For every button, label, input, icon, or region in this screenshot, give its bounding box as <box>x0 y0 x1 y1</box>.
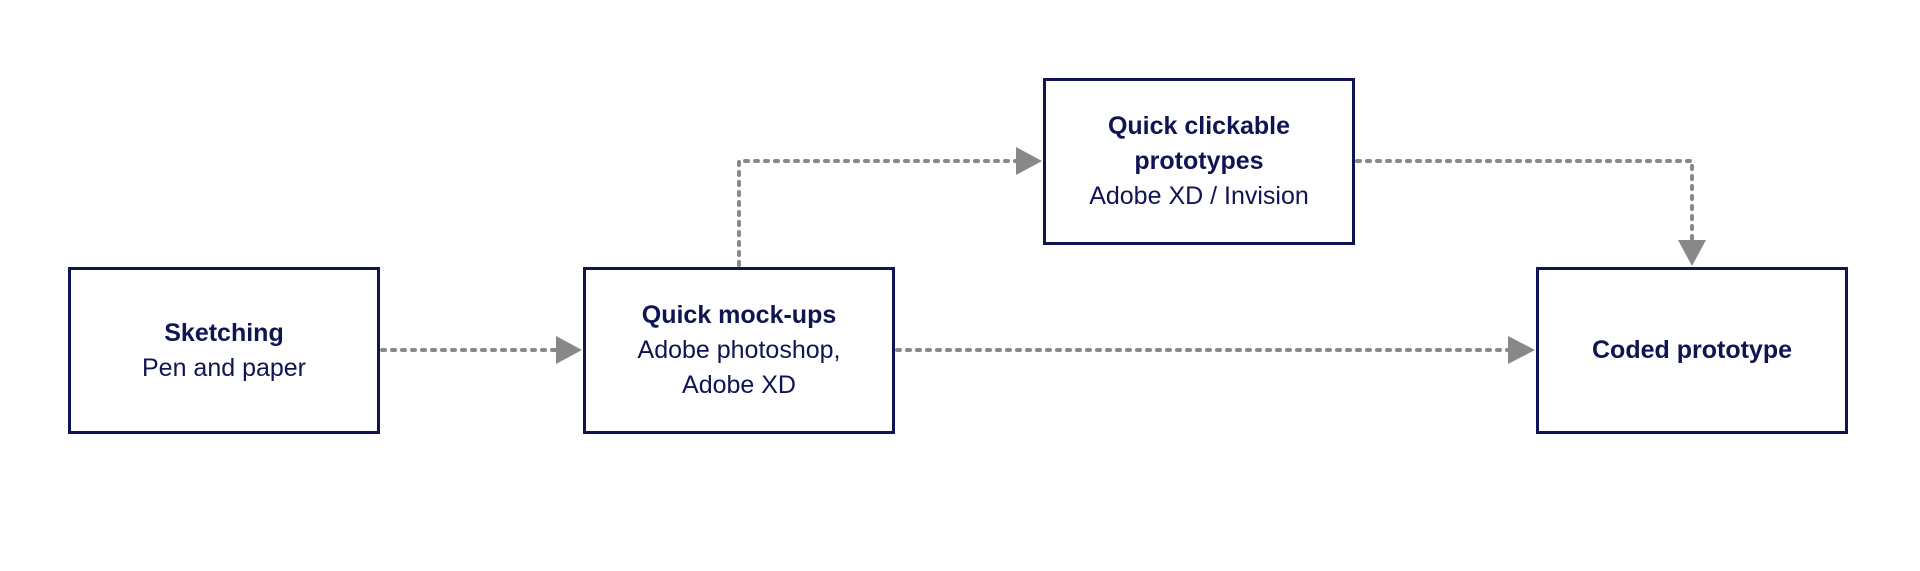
edge-clickable-to-coded <box>1355 159 1694 242</box>
node-sketching: Sketching Pen and paper <box>68 267 380 434</box>
arrowhead-mockups-to-coded <box>1508 336 1535 364</box>
arrowhead-to-mockups <box>556 336 582 364</box>
node-subtitle: Adobe photoshop, Adobe XD <box>637 336 841 399</box>
node-title: Sketching <box>164 318 284 347</box>
node-quick-clickable-prototypes: Quick clickable prototypes Adobe XD / In… <box>1043 78 1355 245</box>
node-coded-prototype: Coded prototype <box>1536 267 1848 434</box>
arrowhead-clickable-to-coded <box>1678 240 1706 266</box>
node-title: Coded prototype <box>1592 336 1792 364</box>
node-title: Quick mock-ups <box>641 301 837 329</box>
node-quick-mockups: Quick mock-ups Adobe photoshop, Adobe XD <box>583 267 895 434</box>
node-subtitle: Adobe XD / Invision <box>1089 182 1309 210</box>
edge-mockups-to-clickable <box>737 159 1018 267</box>
arrowhead-to-clickable <box>1016 147 1042 175</box>
node-subtitle: Pen and paper <box>141 353 307 382</box>
node-title: Quick clickable prototypes <box>1107 112 1291 175</box>
